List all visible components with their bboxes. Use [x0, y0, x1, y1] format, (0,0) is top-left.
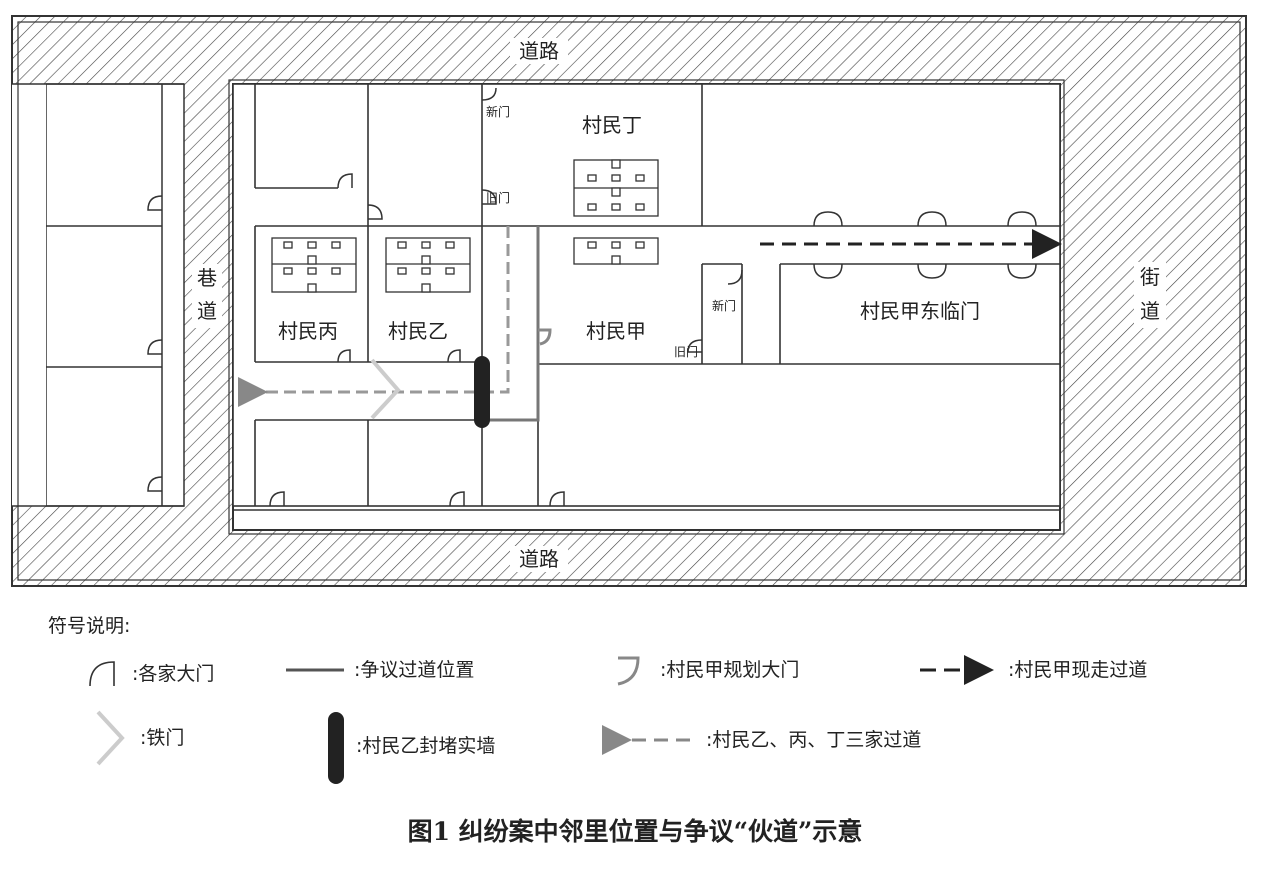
jia-east-front-label: 村民甲东临门 — [860, 299, 980, 323]
legend-sealed-wall-text: :村民乙封堵实墙 — [356, 735, 495, 757]
villager-ding-label: 村民丁 — [582, 113, 642, 137]
villager-bing-label: 村民丙 — [278, 319, 338, 343]
house-icon-yi — [385, 237, 471, 293]
house-icon-ding — [573, 159, 659, 217]
new-door-jia-label: 新门 — [712, 298, 736, 313]
left-top-gap — [12, 84, 46, 506]
left-block — [45, 83, 185, 507]
figure-caption: 图1 纠纷案中邻里位置与争议“伙道”示意 — [408, 817, 863, 846]
old-door-ding-label: 旧门 — [486, 190, 510, 205]
map-labels: 道路 道路 巷 道 巷道 街 道 街道 村民丁 村民丙 村民乙 村民甲 村民甲东… — [192, 38, 1166, 572]
left-houses — [46, 84, 163, 506]
legend-iron-gate-symbol — [96, 710, 125, 766]
legend-three-household-text: :村民乙、丙、丁三家过道 — [706, 729, 921, 751]
sealed-wall — [474, 356, 490, 428]
house-icons — [271, 159, 659, 293]
villager-yi-label: 村民乙 — [388, 319, 448, 343]
legend-door-symbol — [89, 661, 115, 687]
interior-walls — [232, 83, 1061, 531]
house-icon-jia — [573, 237, 659, 265]
house-icon-bing — [271, 237, 357, 293]
legend: 符号说明: :各家大门 :争议过道位置 :村民甲规划大门 :村民甲现走过道 :铁… — [48, 615, 1147, 784]
new-door-ding-label: 新门 — [486, 104, 510, 119]
legend-disputed-text: :争议过道位置 — [354, 659, 474, 681]
roads — [11, 15, 1247, 587]
alley-label-1: 巷 — [197, 266, 217, 290]
street-label-1: 街 — [1140, 265, 1160, 289]
old-door-jia-label: 旧门 — [674, 344, 698, 359]
street-label-2: 道 — [1140, 299, 1160, 323]
doors — [269, 87, 1037, 507]
legend-planned-gate-symbol — [617, 656, 640, 686]
legend-sealed-wall-symbol — [328, 712, 344, 784]
disputed-passage-line — [482, 226, 540, 422]
villager-jia-label: 村民甲 — [586, 319, 646, 343]
legend-title: 符号说明: — [48, 615, 130, 637]
legend-current-passage-text: :村民甲现走过道 — [1008, 659, 1147, 681]
road-bottom-label: 道路 — [519, 547, 559, 571]
road-top-label: 道路 — [519, 39, 559, 63]
iron-gate-symbol — [370, 358, 401, 420]
jia-planned-gate — [538, 328, 552, 346]
legend-iron-gate-text: :铁门 — [140, 727, 184, 749]
legend-door-text: :各家大门 — [132, 663, 214, 685]
alley-label-2: 道 — [197, 299, 217, 323]
legend-planned-gate-text: :村民甲规划大门 — [660, 659, 799, 681]
three-household-passage — [238, 226, 510, 407]
